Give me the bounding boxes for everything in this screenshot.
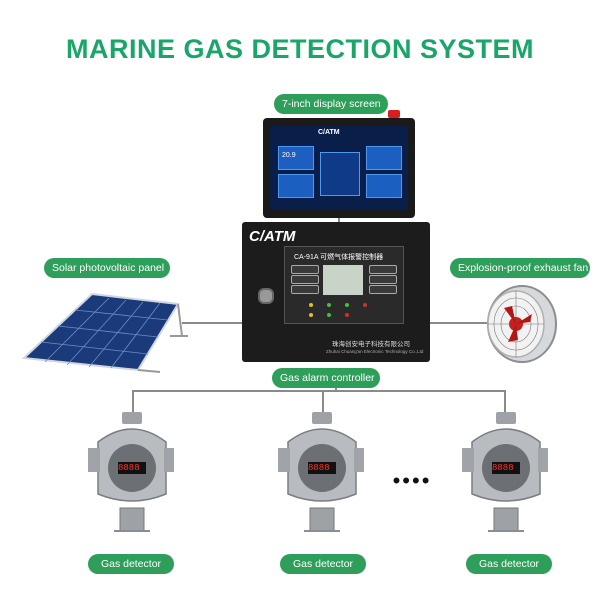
page-title: MARINE GAS DETECTION SYSTEM xyxy=(65,34,535,64)
exhaust-fan-icon xyxy=(487,285,557,363)
controller-panel xyxy=(284,246,404,324)
solar-panel-icon xyxy=(21,292,188,373)
gas-detector-2-icon xyxy=(278,412,364,532)
label-detector-3: Gas detector xyxy=(466,554,552,574)
status-led xyxy=(327,303,331,307)
alarm-light xyxy=(388,110,400,118)
label-display-screen: 7-inch display screen xyxy=(274,94,388,114)
status-led xyxy=(345,303,349,307)
line-drop-middle xyxy=(322,390,324,414)
line-solar-controller xyxy=(182,322,242,324)
lock-icon xyxy=(258,288,274,304)
panel-button xyxy=(291,285,319,294)
controller-maker-en: Zhuhai Chuang'an Electronic Technology C… xyxy=(326,349,424,354)
more-detectors-ellipsis: •••• xyxy=(392,468,432,493)
panel-button xyxy=(291,265,319,274)
line-detector-bus xyxy=(132,390,505,392)
screen-tile xyxy=(366,174,402,198)
screen-center-diagram xyxy=(320,152,360,196)
display-screen-ui: 20.9 xyxy=(270,126,408,210)
controller-lcd xyxy=(323,265,363,295)
detector-2-readout: 8888 xyxy=(308,463,330,473)
status-led xyxy=(363,303,367,307)
status-led xyxy=(309,303,313,307)
panel-button xyxy=(291,275,319,284)
screen-tile xyxy=(278,174,314,198)
line-drop-left xyxy=(132,390,134,414)
detector-3-readout: 8888 xyxy=(492,463,514,473)
label-exhaust-fan: Explosion-proof exhaust fan xyxy=(450,258,590,278)
detector-1-readout: 8888 xyxy=(118,463,140,473)
gas-detector-3-icon xyxy=(462,412,548,532)
line-screen-controller xyxy=(338,218,340,223)
gas-detector-1-icon xyxy=(88,412,174,532)
controller-brand: C/ATM xyxy=(249,228,296,245)
status-led xyxy=(309,313,313,317)
panel-button xyxy=(369,275,397,284)
controller-model: CA-91A 可燃气体报警控制器 xyxy=(294,254,384,261)
controller-maker: 珠海创安电子科技有限公司 xyxy=(332,341,410,348)
panel-button xyxy=(369,285,397,294)
panel-button xyxy=(369,265,397,274)
screen-tile xyxy=(366,146,402,170)
line-controller-fan xyxy=(430,322,498,324)
status-led xyxy=(345,313,349,317)
screen-tile xyxy=(278,146,314,170)
line-drop-right xyxy=(504,390,506,414)
label-solar-panel: Solar photovoltaic panel xyxy=(44,258,170,278)
status-led xyxy=(327,313,331,317)
label-detector-2: Gas detector xyxy=(280,554,366,574)
label-detector-1: Gas detector xyxy=(88,554,174,574)
screen-brand: C/ATM xyxy=(318,129,340,136)
screen-reading: 20.9 xyxy=(282,152,296,159)
label-alarm-controller: Gas alarm controller xyxy=(272,368,380,388)
